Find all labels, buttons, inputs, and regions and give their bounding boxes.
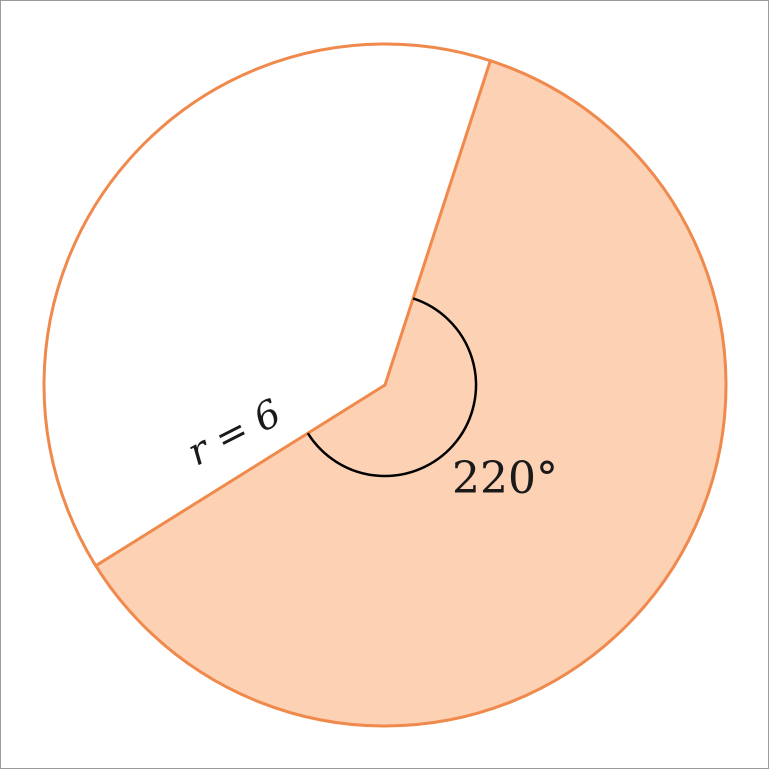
angle-label: 220° (452, 453, 558, 504)
radius-line-lower (94, 383, 387, 568)
circle-outline (42, 42, 728, 728)
angle-marker-arc (306, 297, 478, 478)
radius-line-upper (383, 59, 492, 387)
shaded-sector (95, 60, 727, 727)
